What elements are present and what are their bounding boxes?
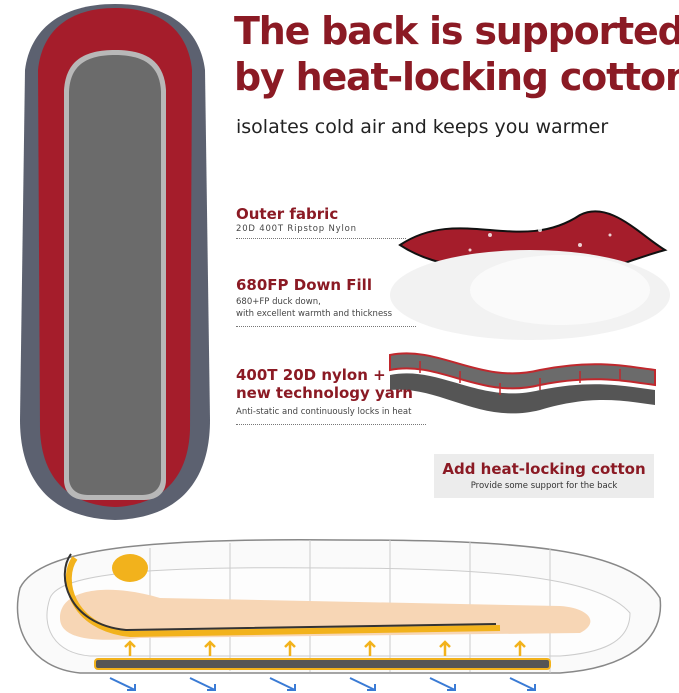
layers-illustration [389,210,670,414]
layer-label: 680FP Down Fill [236,276,372,294]
layer-outer-fabric: Outer fabric 20D 400T Ripstop Nylon [236,205,406,239]
title-line-2: by heat-locking cotton [234,55,679,99]
leader-line [236,326,416,327]
page-title: The back is supported by heat-locking co… [234,8,679,100]
cross-section-illustration [16,539,662,691]
layer-description: Anti-static and continuously locks in he… [236,407,412,417]
title-line-1: The back is supported [234,9,679,53]
layer-description: with excellent warmth and thickness [236,309,393,319]
callout-description: Provide some support for the back [470,481,618,491]
sleeping-bag-illustration [20,4,210,520]
layer-label: new technology yarn [236,384,413,402]
callout-label: Add heat-locking cotton [442,460,646,478]
callout-heat-locking-cotton: Add heat-locking cotton Provide some sup… [434,454,654,498]
layer-description: 20D 400T Ripstop Nylon [236,224,357,234]
layer-description: 680+FP duck down, [236,297,321,307]
leader-line [236,424,426,425]
layer-label: Outer fabric [236,205,339,223]
leader-line [236,238,406,239]
layer-label: 400T 20D nylon + [236,366,386,384]
layer-down-fill: 680FP Down Fill 680+FP duck down, with e… [236,276,416,327]
subtitle: isolates cold air and keeps you warmer [236,116,609,138]
layer-nylon-yarn: 400T 20D nylon + new technology yarn Ant… [236,366,426,425]
